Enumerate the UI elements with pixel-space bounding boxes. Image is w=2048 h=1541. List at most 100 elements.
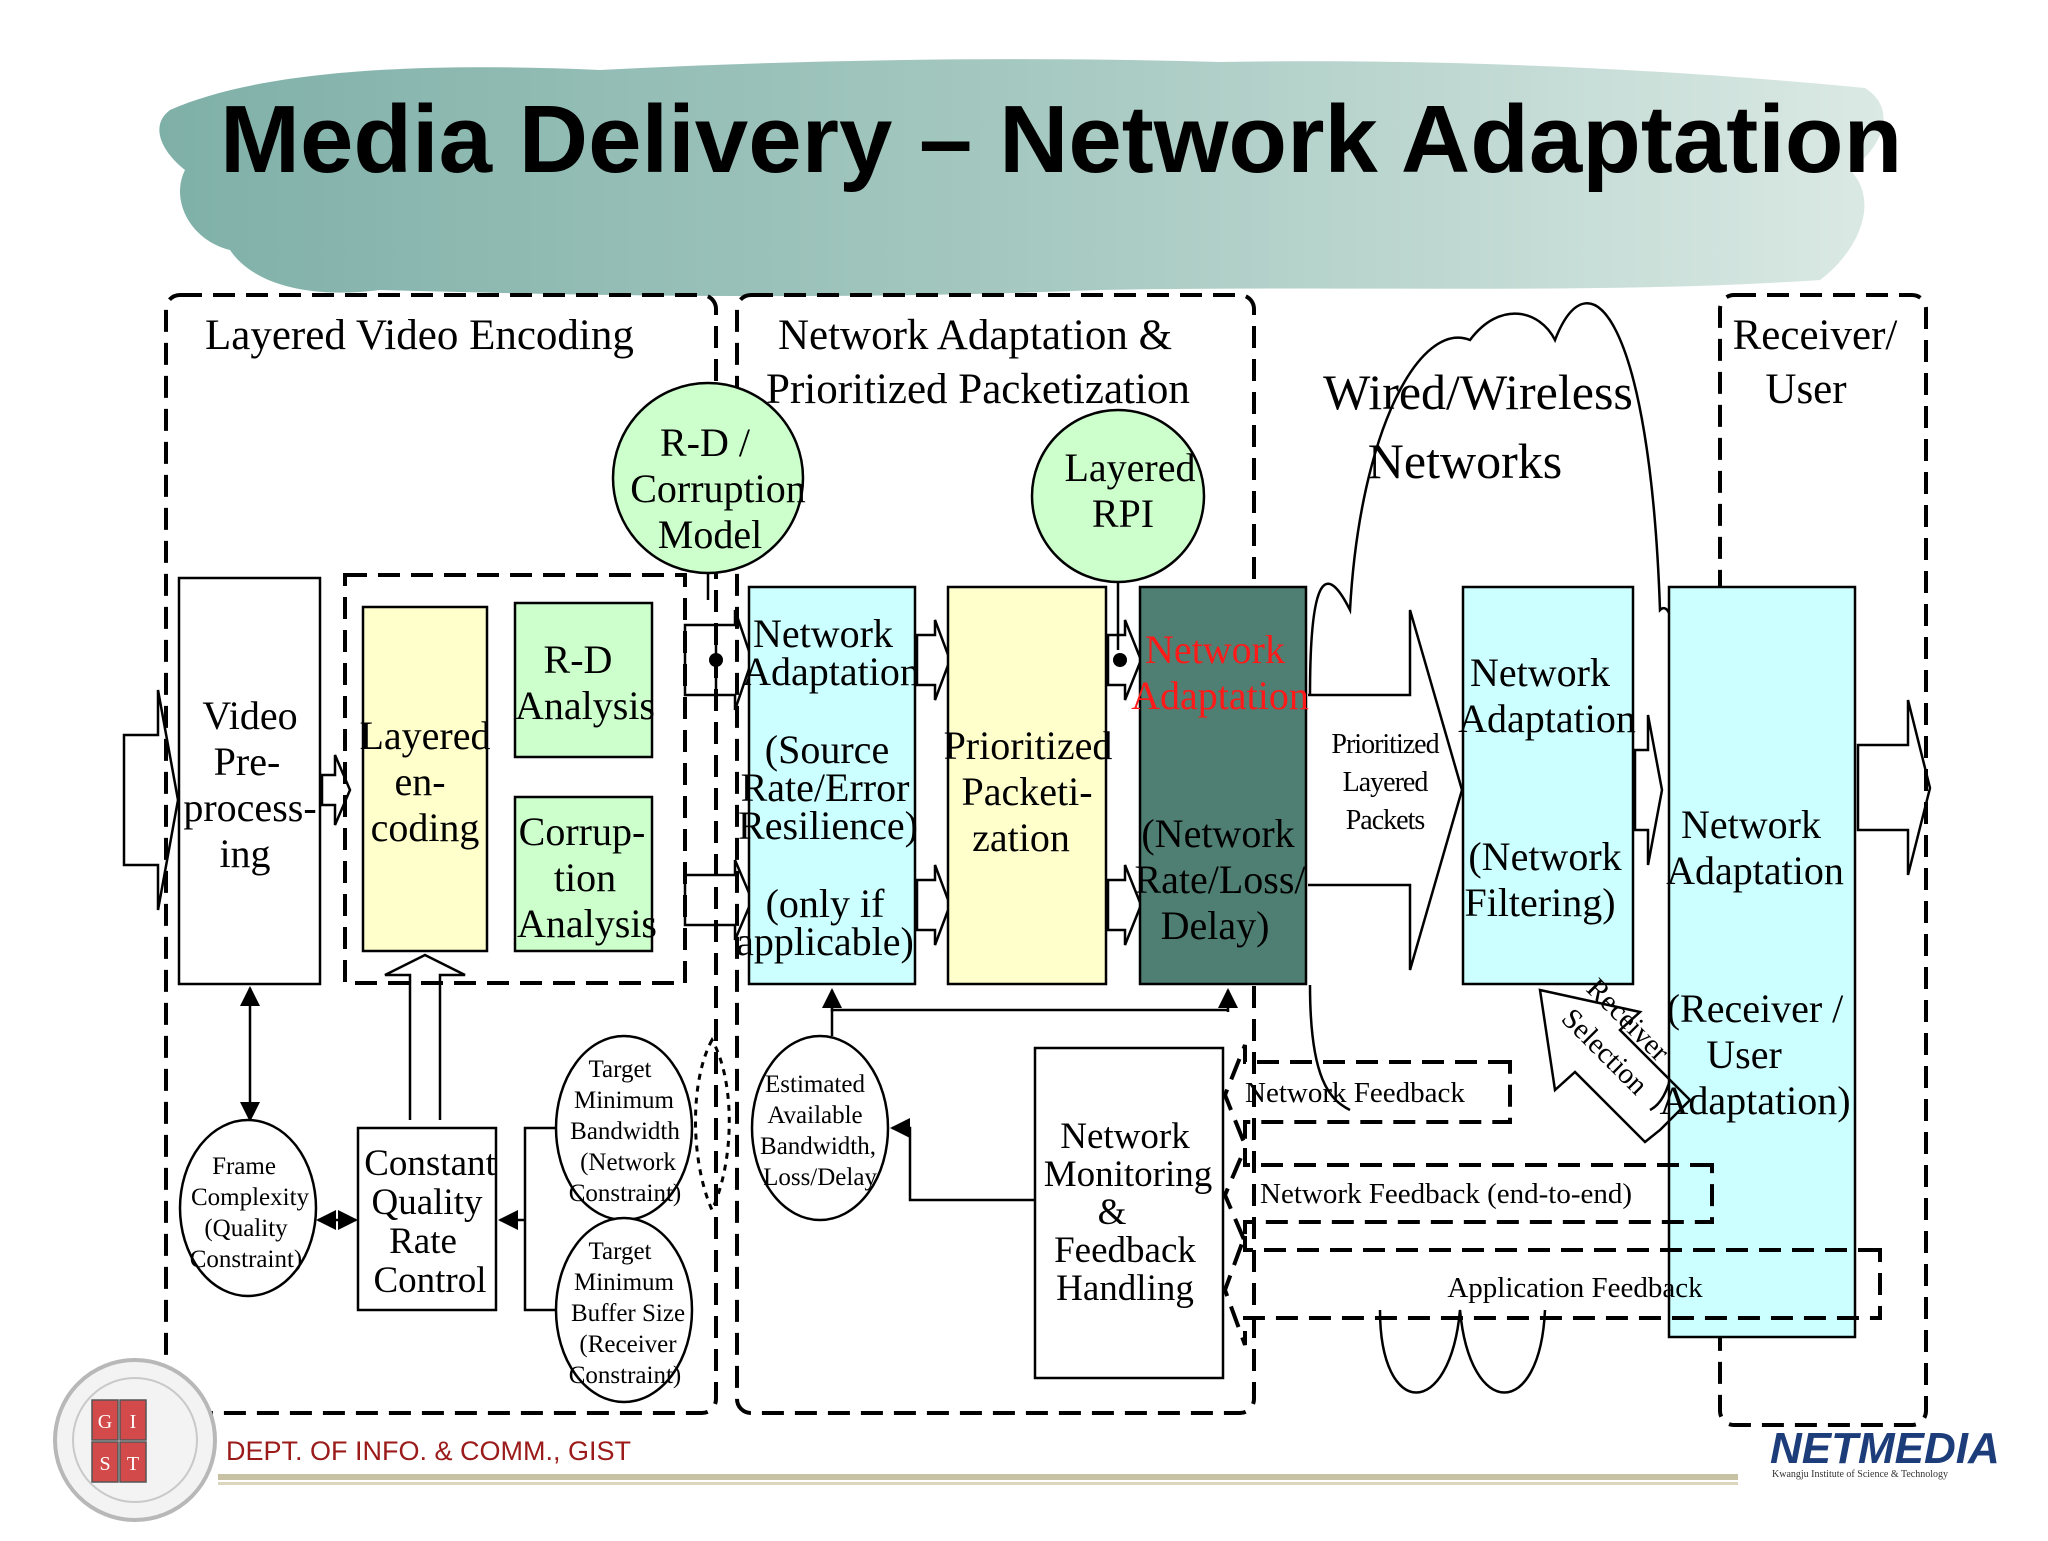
svg-text:R-D: R-D (544, 637, 613, 682)
rate-control-label: Constant Quality Rate Control (364, 1143, 496, 1301)
svg-text:Estimated: Estimated (765, 1071, 865, 1098)
svg-text:R-D /: R-D / (660, 420, 751, 465)
svg-text:Kwangju Institute of Science &: Kwangju Institute of Science & Technolog… (1772, 1469, 1948, 1480)
svg-text:Complexity: Complexity (191, 1184, 310, 1211)
video-preprocessing-box (177, 576, 322, 986)
network-adaptation-source-label: Network Adaptation (Source Rate/Error Re… (736, 611, 920, 964)
title-brush (159, 59, 1884, 297)
svg-text:Bandwidth: Bandwidth (570, 1118, 680, 1145)
svg-text:Pre-: Pre- (214, 739, 281, 784)
svg-text:G: G (98, 1411, 112, 1433)
svg-text:Corrup-: Corrup- (519, 809, 646, 854)
rd-to-adaptation-arrow (683, 609, 754, 711)
adaptation-section-title-1: Network Adaptation & (778, 312, 1172, 359)
svg-text:Packeti-: Packeti- (961, 769, 1092, 814)
network-adaptation-receiver-label: Network Adaptation (Receiver / User Adap… (1659, 802, 1850, 1123)
layered-encoding-label: Layered en- coding (359, 713, 490, 850)
target-buffer-label: Target Minimum Buffer Size (Receiver Con… (569, 1238, 685, 1389)
section-coupling (694, 1036, 731, 1214)
adaptation-section-title-2: Prioritized Packetization (766, 366, 1190, 413)
svg-text:Layered: Layered (1064, 445, 1195, 490)
adaptation-section (735, 293, 1256, 1415)
network-feedback-e2e-arrow (1222, 1147, 1714, 1243)
svg-text:Packets: Packets (1346, 805, 1425, 836)
network-adaptation-network-box (1138, 585, 1308, 986)
svg-text:(Quality: (Quality (204, 1215, 288, 1242)
svg-text:Minimum: Minimum (574, 1087, 675, 1114)
estimated-bandwidth-label: Estimated Available Bandwidth, Loss/Dela… (760, 1071, 877, 1191)
svg-text:Buffer Size: Buffer Size (571, 1300, 685, 1327)
packetization-to-network-arrow-top (1106, 619, 1143, 701)
layered-rpi-label: Layered RPI (1064, 445, 1195, 536)
svg-text:Adaptation: Adaptation (742, 649, 920, 694)
packetization-to-network-arrow-bottom (1106, 864, 1143, 946)
svg-text:Rate/Error: Rate/Error (741, 765, 910, 810)
network-feedback-e2e-label: Network Feedback (end-to-end) (1260, 1178, 1632, 1210)
svg-text:Constraint): Constraint) (569, 1180, 682, 1207)
svg-text:ing: ing (219, 831, 270, 876)
encoding-section (164, 293, 718, 1415)
svg-text:Constant: Constant (364, 1143, 496, 1184)
source-to-packetization-arrow-bottom (915, 864, 952, 946)
rate-control-to-encoder-arrow (384, 953, 466, 1120)
footer-band (218, 1474, 1738, 1480)
svg-text:en-: en- (394, 759, 445, 804)
network-feedback-label: Network Feedback (1245, 1077, 1465, 1109)
application-feedback-label: Application Feedback (1447, 1272, 1703, 1304)
svg-text:Layered: Layered (1343, 767, 1429, 798)
svg-text:Monitoring: Monitoring (1044, 1154, 1213, 1195)
video-preprocessing-label: Video Pre- process- ing (183, 693, 316, 876)
svg-text:Prioritized: Prioritized (1331, 729, 1439, 760)
frame-complexity-label: Frame Complexity (Quality Constraint) (190, 1153, 310, 1273)
estimated-bandwidth-circle (750, 1034, 890, 1222)
svg-text:Handling: Handling (1056, 1268, 1194, 1309)
svg-text:Adaptation: Adaptation (1458, 696, 1636, 741)
svg-text:(Network: (Network (1468, 834, 1621, 879)
netmedia-logo: NETMEDIA Kwangju Institute of Science & … (1770, 1424, 2000, 1480)
prioritized-packets-label: Prioritized Layered Packets (1331, 729, 1440, 836)
svg-text:Control: Control (373, 1260, 486, 1301)
networks-title-1: Wired/Wireless (1323, 364, 1633, 420)
svg-text:Analysis: Analysis (517, 901, 657, 946)
network-cloud (1308, 302, 1676, 701)
filtering-to-receiver-arrow (1633, 714, 1664, 866)
svg-text:T: T (127, 1453, 139, 1475)
network-adaptation-filtering-box (1461, 585, 1635, 986)
svg-text:Network: Network (1470, 650, 1610, 695)
svg-text:Layered: Layered (359, 713, 490, 758)
frame-complexity-circle (178, 1118, 318, 1298)
network-adaptation-source-box (747, 585, 917, 986)
svg-text:Quality: Quality (372, 1182, 483, 1223)
svg-text:Analysis: Analysis (515, 683, 655, 728)
source-to-packetization-arrow-top (915, 619, 952, 701)
svg-text:process-: process- (183, 785, 316, 830)
svg-text:Constraint): Constraint) (569, 1362, 682, 1389)
svg-text:Video: Video (202, 693, 297, 738)
svg-text:Feedback: Feedback (1054, 1230, 1196, 1271)
monitor-to-estimate-link (890, 1118, 1035, 1202)
svg-text:Rate/Loss/: Rate/Loss/ (1134, 857, 1306, 902)
corruption-to-adaptation-arrow (683, 859, 754, 941)
input-arrow (122, 689, 180, 911)
rate-control-box (356, 1126, 498, 1312)
svg-text:RPI: RPI (1092, 491, 1154, 536)
estimate-feedback-bus (830, 1008, 1228, 1036)
svg-text:(Network: (Network (1141, 811, 1294, 856)
layered-encoding-box (361, 605, 489, 953)
svg-text:Filtering): Filtering) (1464, 880, 1615, 925)
rd-analysis-label: R-D Analysis (515, 637, 655, 728)
svg-text:Corruption: Corruption (630, 466, 806, 511)
svg-text:(only if: (only if (766, 881, 886, 926)
network-adaptation-receiver-box (1667, 585, 1857, 1339)
target-bandwidth-label: Target Minimum Bandwidth (Network Constr… (569, 1056, 682, 1207)
network-monitoring-box (1033, 1046, 1225, 1380)
target-to-rate-link (500, 1126, 570, 1312)
svg-text:Network: Network (753, 611, 893, 656)
network-adaptation-network-title: Network Adaptation (1131, 627, 1309, 718)
rd-corruption-model-label: R-D / Corruption Model (630, 420, 806, 557)
svg-text:NETMEDIA: NETMEDIA (1770, 1424, 2000, 1473)
svg-text:Target: Target (588, 1056, 651, 1083)
svg-text:Adaptation: Adaptation (1666, 848, 1844, 893)
svg-text:(Source: (Source (765, 727, 889, 772)
